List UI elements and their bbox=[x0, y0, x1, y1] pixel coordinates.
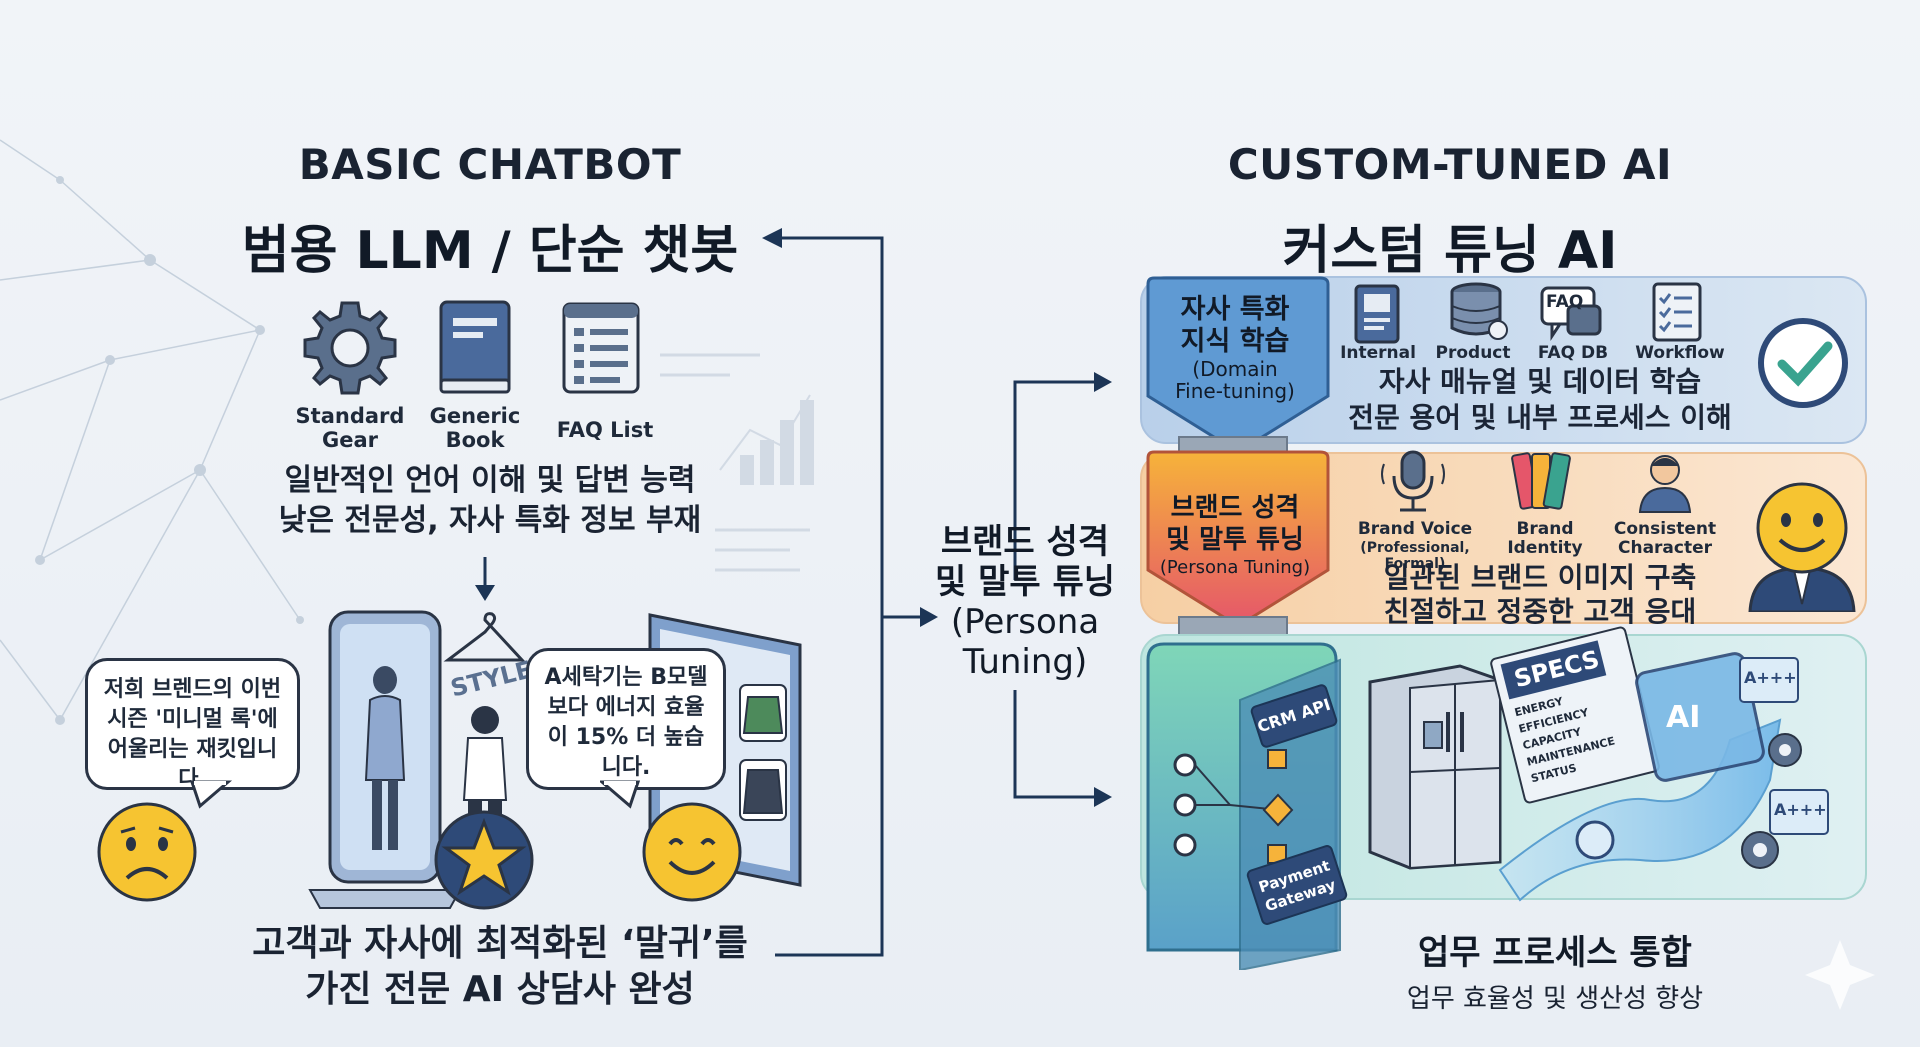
ai-flow-ribbon bbox=[1498, 652, 1829, 902]
persona-desc2: 친절하고 정중한 고객 응대 bbox=[1383, 595, 1697, 628]
left-desc-line1: 일반적인 언어 이해 및 답변 능력 bbox=[284, 463, 696, 498]
persona-desc1: 일관된 브랜드 이미지 구축 bbox=[1383, 561, 1697, 594]
book-icon bbox=[439, 300, 511, 394]
icon-label-generic-book: Generic Book bbox=[429, 404, 521, 452]
icon-label-standard-gear: Standard Gear bbox=[295, 404, 405, 452]
persona-char2: Character bbox=[1617, 538, 1713, 558]
hanger-icon bbox=[443, 612, 526, 662]
gear-icon bbox=[303, 301, 397, 395]
consistent-character-icon bbox=[1638, 455, 1692, 513]
sad-face-icon bbox=[97, 802, 197, 902]
persona-shield bbox=[1146, 450, 1330, 628]
middle-line2: 및 말투 튜닝 bbox=[934, 562, 1116, 602]
domain-label1: 자사 특화 bbox=[1180, 294, 1290, 325]
bubble-tail-right bbox=[600, 780, 641, 809]
persona-label: 브랜드 성격 및 말투 튜닝 (Persona Tuning) bbox=[1140, 492, 1330, 580]
domain-icon-faq-db: FAQ DB bbox=[1537, 343, 1609, 363]
persona-label2: 및 말투 튜닝 bbox=[1166, 525, 1304, 555]
smiling-agent-icon bbox=[1748, 482, 1856, 612]
bubble-tail-left bbox=[190, 780, 233, 809]
persona-char1: Consistent bbox=[1613, 519, 1717, 539]
color-palette-icon bbox=[1511, 452, 1571, 510]
left-bottom-line2: 가진 전문 AI 상담사 완성 bbox=[305, 969, 695, 1010]
icon-label-faq-list: FAQ List bbox=[556, 418, 654, 442]
middle-persona-label: 브랜드 성격 및 말투 튜닝 (Persona Tuning) bbox=[910, 522, 1140, 682]
domain-label: 자사 특화 지식 학습 (Domain Fine-tuning) bbox=[1140, 294, 1330, 402]
left-title-en: BASIC CHATBOT bbox=[298, 140, 682, 189]
domain-icon-internal: Internal bbox=[1340, 343, 1416, 363]
process-subtitle: 업무 효율성 및 생산성 향상 bbox=[1406, 984, 1704, 1014]
persona-label1: 브랜드 성격 bbox=[1170, 493, 1300, 523]
product-database-icon bbox=[1450, 282, 1508, 340]
left-desc-line2: 낮은 전문성, 자사 특화 정보 부재 bbox=[278, 503, 702, 538]
star-icon bbox=[434, 810, 534, 910]
domain-shield bbox=[1146, 276, 1330, 454]
faq-list-icon bbox=[562, 302, 640, 394]
right-title-en: CUSTOM-TUNED AI bbox=[1227, 140, 1673, 189]
faq-badge-text: FAQ bbox=[1546, 292, 1584, 312]
ai-label: AI bbox=[1666, 700, 1701, 735]
domain-label4: Fine-tuning) bbox=[1175, 379, 1295, 403]
workflow-checklist-icon bbox=[1652, 282, 1702, 342]
rating-label-top: A+++ bbox=[1744, 668, 1797, 687]
domain-label3: (Domain bbox=[1192, 357, 1278, 381]
down-arrow-icon bbox=[475, 557, 495, 601]
microphone-icon bbox=[1381, 450, 1445, 512]
domain-label2: 지식 학습 bbox=[1180, 326, 1290, 357]
left-title-ko: 범용 LLM / 단순 챗봇 bbox=[241, 221, 739, 281]
persona-voice-sub: (Professional, Formal) bbox=[1360, 540, 1470, 572]
internal-doc-icon bbox=[1354, 284, 1400, 344]
faq-db-chat-icon bbox=[1540, 286, 1602, 341]
left-bottom-line1: 고객과 자사에 최적화된 ‘말귀’를 bbox=[252, 923, 748, 964]
rating-label-bottom: A+++ bbox=[1774, 800, 1827, 819]
persona-label3: (Persona Tuning) bbox=[1159, 557, 1311, 578]
happy-face-icon bbox=[642, 802, 742, 902]
middle-line1: 브랜드 성격 bbox=[940, 522, 1110, 562]
persona-identity2: Identity bbox=[1507, 538, 1583, 558]
domain-desc1: 자사 매뉴얼 및 데이터 학습 bbox=[1378, 365, 1702, 398]
refrigerator-icon bbox=[1368, 664, 1502, 870]
smartphone-mirror-icon bbox=[308, 610, 462, 909]
persona-voice: Brand Voice bbox=[1357, 519, 1473, 539]
domain-icon-workflow: Workflow bbox=[1635, 343, 1725, 363]
middle-line3: (Persona bbox=[950, 602, 1100, 642]
check-badge-icon bbox=[1758, 318, 1848, 408]
domain-icon-product: Product bbox=[1435, 343, 1511, 363]
right-title-ko: 커스텀 튜닝 AI bbox=[1282, 221, 1618, 281]
speech-bubble-left: 저희 브렌드의 이번 시즌 '미니멀 록'에 어울리는 재킷입니다. bbox=[85, 658, 300, 792]
middle-line4: Tuning) bbox=[962, 642, 1088, 682]
process-title: 업무 프로세스 통합 bbox=[1418, 933, 1692, 973]
domain-desc2: 전문 용어 및 내부 프로세스 이해 bbox=[1348, 401, 1732, 434]
persona-identity1: Brand bbox=[1516, 519, 1574, 539]
